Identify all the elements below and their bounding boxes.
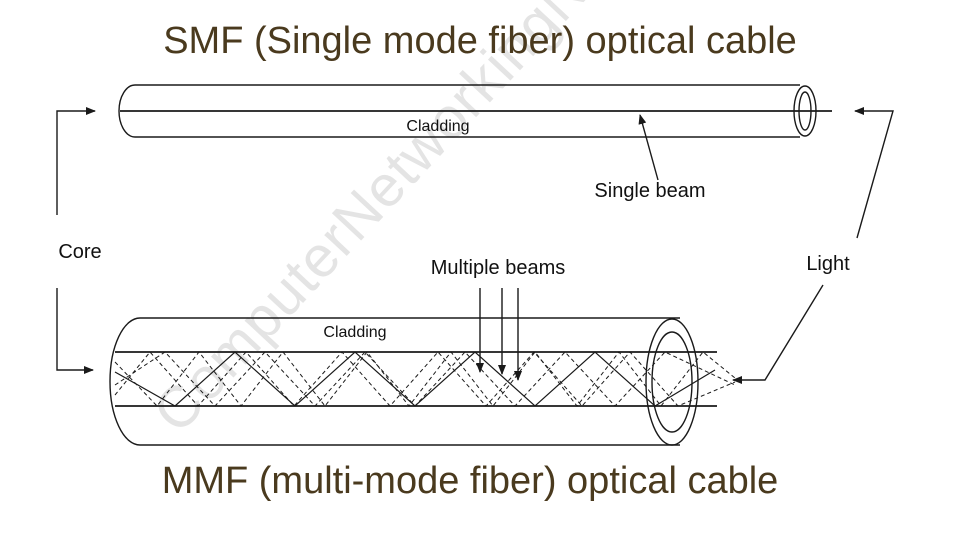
core-arrow-top [56, 107, 96, 215]
light-arrow-bottom [732, 284, 824, 384]
smf-tube-body [118, 84, 800, 138]
mmf-dashed-beam-2 [114, 351, 736, 407]
multiple-beams-label: Multiple beams [431, 257, 566, 279]
light-connector [732, 107, 894, 384]
smf-title: SMF (Single mode fiber) optical cable [163, 20, 797, 62]
mmf-tube-end [645, 318, 699, 446]
light-label: Light [806, 253, 850, 275]
core-connector [56, 107, 96, 374]
mmf-tube-body [109, 317, 680, 446]
mmf-cable [109, 288, 736, 446]
single-beam-label: Single beam [594, 180, 705, 202]
smf-cladding-label: Cladding [406, 118, 469, 135]
smf-cable [118, 84, 832, 181]
mmf-solid-beam [114, 351, 716, 407]
mmf-cladding-label: Cladding [323, 324, 386, 341]
core-label: Core [58, 241, 101, 263]
mmf-dashed-beam-3 [114, 351, 736, 407]
light-arrow-top [854, 107, 894, 239]
mmf-title: MMF (multi-mode fiber) optical cable [161, 460, 779, 502]
single-beam-arrow [638, 114, 659, 181]
core-arrow-bottom [56, 288, 94, 374]
mmf-tube-end-inner [651, 331, 693, 433]
